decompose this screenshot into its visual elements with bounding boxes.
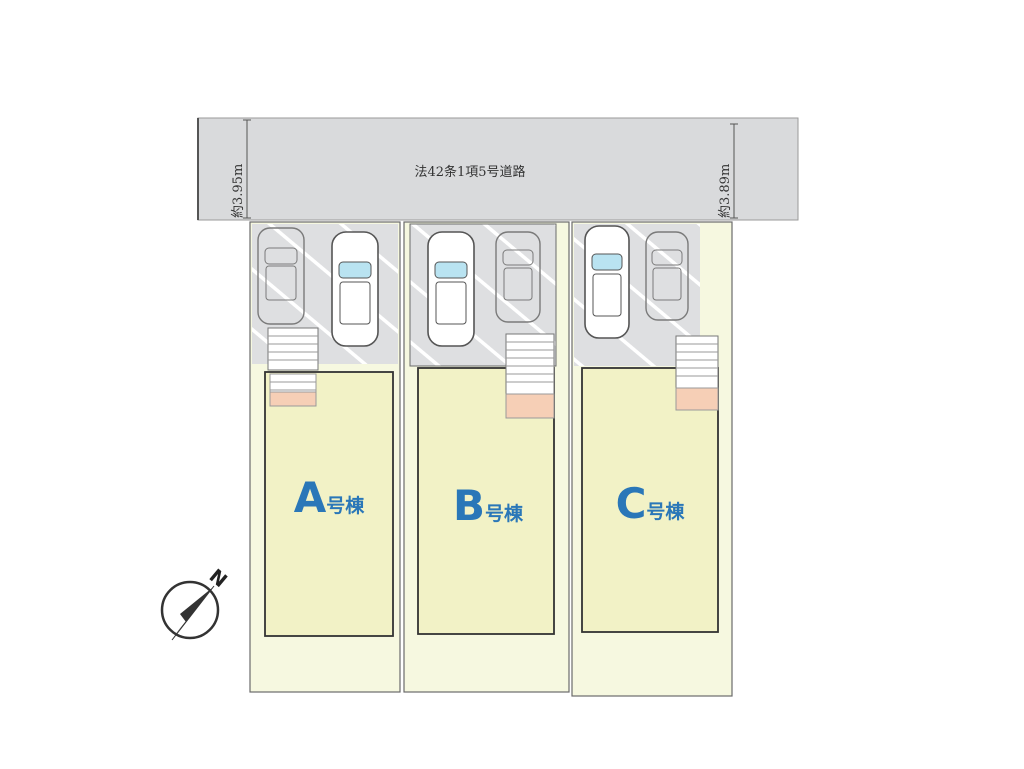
north-compass-icon: N [160, 565, 231, 641]
road-width-right-label: 約3.89m [718, 164, 733, 218]
lot-b-car-outline-roof [503, 267, 533, 301]
lot-b-steps [505, 333, 555, 395]
lot-a-car-outline [257, 227, 305, 325]
lot-b: B号棟 [403, 221, 570, 693]
lot-a-car-outline-roof [265, 265, 297, 301]
road-width-right: 約3.89m [718, 123, 738, 219]
lot-b-car-outline [495, 231, 541, 323]
lot-b-entrance [505, 393, 555, 419]
lot-a-car-roof [339, 281, 371, 325]
lot-a-label: A号棟 [294, 473, 366, 522]
lot-a-car-windshield [338, 261, 372, 279]
road-width-left-label: 約3.95m [231, 164, 246, 218]
lot-c: C号棟 [571, 221, 733, 697]
lot-a-building [264, 371, 394, 637]
compass-needle [180, 588, 212, 622]
lot-b-car-roof [435, 281, 467, 325]
lot-c-entrance [675, 387, 719, 411]
lot-a: A号棟 [249, 221, 401, 693]
lot-b-label: B号棟 [453, 481, 524, 530]
road-label: 法42条1項5号道路 [414, 164, 525, 180]
lot-a-entrance [269, 391, 317, 407]
lot-c-car-outline [645, 231, 689, 321]
lot-c-label: C号棟 [616, 479, 686, 528]
road-surface [197, 117, 799, 221]
lot-c-car-outline-window [651, 249, 683, 266]
lot-c-car-roof [592, 273, 622, 317]
lot-b-car-outline-window [502, 249, 534, 266]
lot-a-car-outline-window [264, 247, 298, 265]
lot-c-car-outline-roof [652, 267, 682, 301]
lot-b-car-windshield [434, 261, 468, 279]
lot-c-steps [675, 335, 719, 389]
lot-a-steps [267, 327, 319, 371]
road: 法42条1項5号道路 [197, 117, 799, 221]
lot-c-car-windshield [591, 253, 623, 271]
lot-c-building [581, 367, 719, 633]
road-width-left: 約3.95m [231, 119, 251, 219]
